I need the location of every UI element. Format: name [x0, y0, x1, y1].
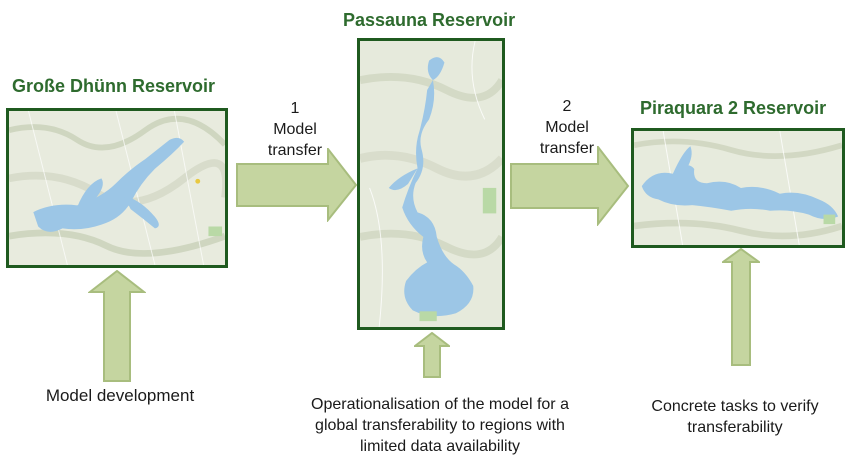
caption-operationalisation: Operationalisation of the model for a gl… [250, 394, 630, 457]
map-grosse-dhuenn [6, 108, 228, 268]
map-piraquara [631, 128, 845, 248]
caption-verification-line1: Concrete tasks to verify [651, 398, 819, 415]
map-passauna [357, 38, 505, 330]
transfer-number-2: 2 [562, 98, 572, 115]
transfer-text-2b: transfer [539, 140, 595, 157]
transfer-text-1a: Model [273, 121, 317, 138]
transfer-text-1b: transfer [267, 142, 323, 159]
transfer-label-2: 2 Model transfer [522, 96, 612, 159]
up-arrow-operationalisation [414, 332, 450, 378]
caption-verification: Concrete tasks to verify transferability [620, 396, 850, 438]
transfer-arrow-2 [510, 146, 630, 226]
caption-operationalisation-line3: limited data availability [359, 438, 521, 455]
transfer-label-1: 1 Model transfer [250, 98, 340, 161]
transfer-number-1: 1 [290, 100, 300, 117]
reservoir-title-grosse-dhuenn: Große Dhünn Reservoir [12, 76, 216, 96]
transfer-text-2a: Model [545, 119, 589, 136]
up-arrow-development [88, 270, 146, 382]
up-arrow-verification [722, 248, 760, 366]
caption-model-development: Model development [45, 386, 195, 405]
caption-operationalisation-line1: Operationalisation of the model for a [311, 396, 569, 413]
transfer-arrow-1 [236, 148, 358, 222]
reservoir-title-piraquara: Piraquara 2 Reservoir [640, 98, 827, 118]
caption-verification-line2: transferability [687, 419, 783, 436]
caption-operationalisation-line2: global transferability to regions with [315, 417, 565, 434]
reservoir-title-passauna: Passauna Reservoir [343, 10, 516, 30]
